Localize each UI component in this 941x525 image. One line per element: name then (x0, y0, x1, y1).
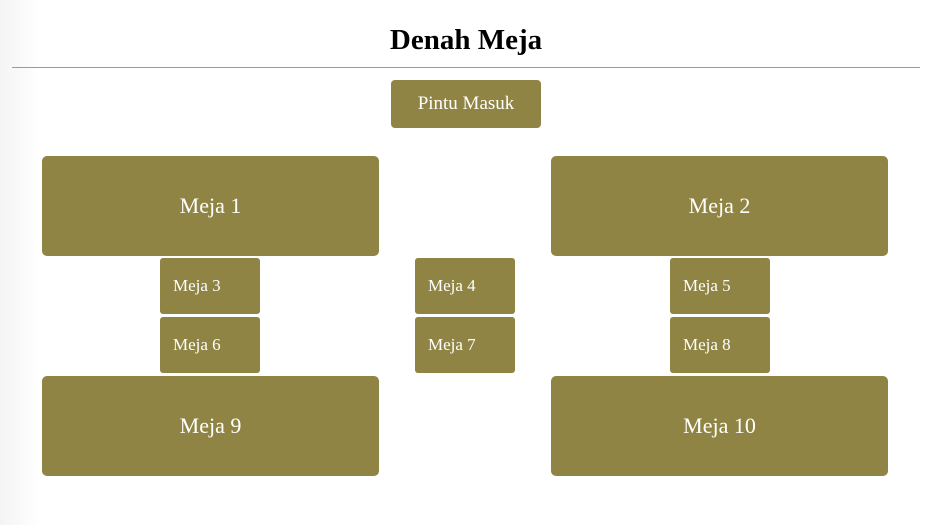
entrance-button[interactable]: Pintu Masuk (391, 80, 541, 128)
page-title: Denah Meja (389, 24, 543, 56)
table-meja-4[interactable]: Meja 4 (415, 258, 515, 314)
table-meja-6[interactable]: Meja 6 (160, 317, 260, 373)
table-meja-2[interactable]: Meja 2 (551, 156, 888, 256)
title-divider (12, 67, 920, 68)
window-edge-shade (0, 0, 40, 525)
table-meja-5[interactable]: Meja 5 (670, 258, 770, 314)
table-meja-8[interactable]: Meja 8 (670, 317, 770, 373)
table-meja-1[interactable]: Meja 1 (42, 156, 379, 256)
table-meja-3[interactable]: Meja 3 (160, 258, 260, 314)
table-meja-9[interactable]: Meja 9 (42, 376, 379, 476)
table-meja-10[interactable]: Meja 10 (551, 376, 888, 476)
table-meja-7[interactable]: Meja 7 (415, 317, 515, 373)
